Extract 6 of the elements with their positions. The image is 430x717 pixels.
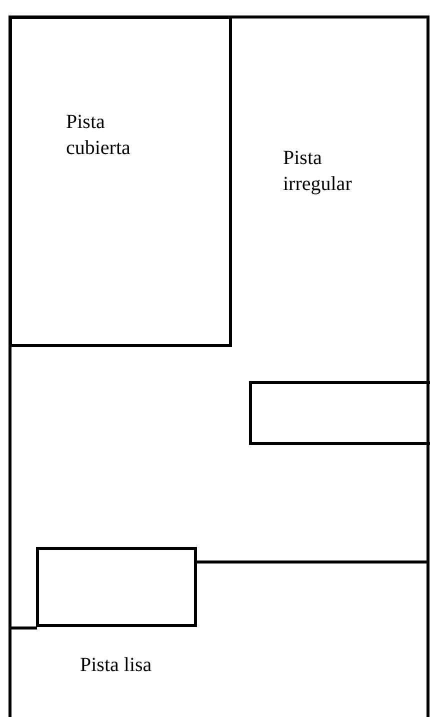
area-label: Pista cubierta [66, 110, 132, 161]
rectangle-area [36, 547, 197, 627]
area-label: Pista lisa [80, 653, 153, 678]
area-box [9, 16, 232, 347]
rectangle-area [249, 381, 430, 445]
area-label: Pista irregular [283, 146, 353, 197]
